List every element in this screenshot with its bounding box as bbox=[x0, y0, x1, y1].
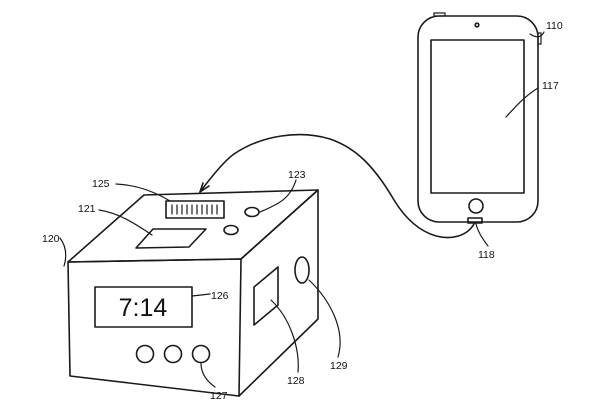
phone-power-key bbox=[433, 12, 446, 17]
phone-home-button bbox=[468, 198, 484, 214]
leader-126 bbox=[191, 293, 211, 297]
connector-pins bbox=[171, 204, 218, 215]
dock-connector-port bbox=[165, 200, 225, 219]
leader-123 bbox=[259, 179, 297, 213]
label-123: 123 bbox=[288, 169, 306, 181]
dock-top-panel bbox=[135, 228, 207, 249]
phone-connector-icon bbox=[467, 217, 483, 224]
dock-front-button-3 bbox=[191, 344, 211, 364]
leader-121 bbox=[98, 209, 153, 236]
label-117: 117 bbox=[542, 80, 559, 92]
leader-128 bbox=[270, 299, 299, 373]
dock-side-port bbox=[294, 256, 310, 284]
dock-top-button-back bbox=[244, 206, 260, 218]
leader-117 bbox=[505, 87, 539, 118]
leader-127 bbox=[200, 362, 216, 388]
dock-display bbox=[94, 286, 193, 328]
label-128: 128 bbox=[287, 375, 305, 387]
dock-front-button-1 bbox=[135, 344, 155, 364]
label-126: 126 bbox=[211, 290, 229, 302]
leader-129 bbox=[308, 279, 341, 358]
phone-camera bbox=[474, 22, 480, 28]
label-120: 120 bbox=[42, 233, 60, 245]
clock-time: 7:14 bbox=[119, 294, 168, 322]
label-129: 129 bbox=[330, 360, 348, 372]
leader-120 bbox=[59, 237, 67, 267]
cable-arrow-icon bbox=[199, 182, 210, 193]
phone-side-key bbox=[537, 32, 542, 45]
dock-unit: 7:14 bbox=[67, 189, 319, 397]
dock-side-face bbox=[238, 189, 319, 397]
phone-body bbox=[417, 15, 539, 223]
smartphone bbox=[417, 12, 542, 224]
label-110: 110 bbox=[546, 20, 563, 32]
leader-110 bbox=[529, 31, 545, 38]
label-118: 118 bbox=[478, 249, 495, 261]
reference-labels: 110 117 118 120 121 123 125 126 127 128 … bbox=[42, 20, 563, 402]
leader-118 bbox=[475, 223, 489, 247]
phone-screen bbox=[430, 39, 525, 194]
label-127: 127 bbox=[210, 390, 228, 402]
label-121: 121 bbox=[78, 203, 96, 215]
label-125: 125 bbox=[92, 178, 110, 190]
dock-front-button-2 bbox=[163, 344, 183, 364]
dock-top-button-front bbox=[223, 224, 239, 236]
leader-lines bbox=[59, 31, 545, 388]
cable-line bbox=[199, 133, 475, 239]
dock-side-panel bbox=[253, 266, 279, 326]
leader-125 bbox=[115, 183, 171, 202]
